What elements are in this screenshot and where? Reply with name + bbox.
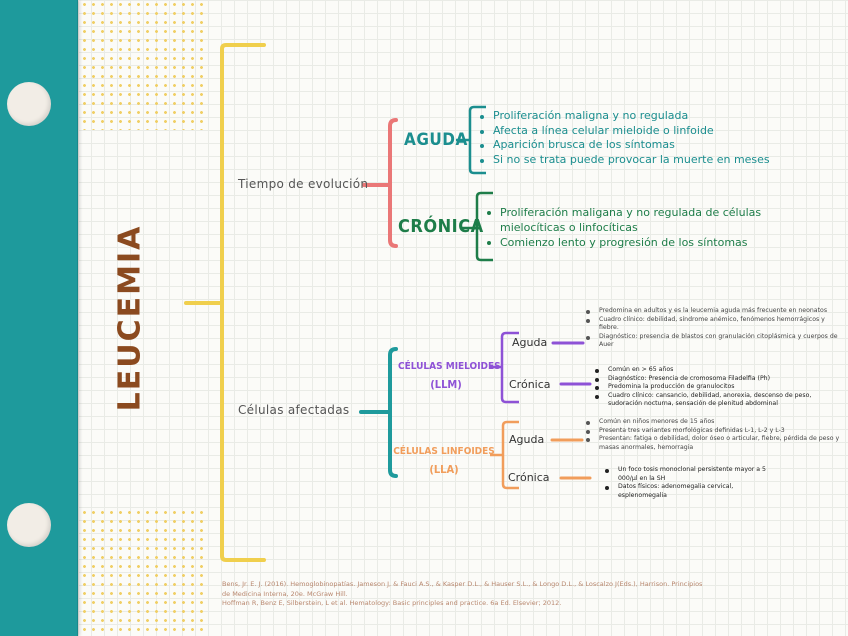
linfoides-cronica-point: Datos físicos: adenomegalia cervical, es… [604,483,779,500]
linfoides-aguda-label: Aguda [509,433,545,446]
linfoides-cronica-points: Un foco tosis monoclonal persistente may… [604,466,779,500]
linfoides-heading-line2: (LLA) [429,463,459,476]
cronica-points: Proliferación maligana y no regulada de … [486,205,786,250]
mieloides-cronica-point: Diagnóstico: Presencia de cromosoma Fila… [594,375,844,384]
linfoides-cronica-point: Un foco tosis monoclonal persistente may… [604,466,779,483]
mieloides-cronica-point: Común en > 65 años [594,366,844,375]
mieloides-cronica-label: Crónica [509,378,551,391]
tiempo-bracket [388,118,398,248]
linfoides-heading-line1: CÉLULAS LINFOIDES [393,446,495,457]
aguda-point: Afecta a línea celular mieloide o linfoi… [479,124,809,139]
mieloides-aguda-point: Diagnóstico: presencia de blastos con gr… [585,333,840,350]
celulas-afectadas-label: Células afectadas [238,403,350,417]
aguda-bracket [468,105,486,175]
main-bracket [220,43,266,562]
linfoides-cronica-label: Crónica [508,471,550,484]
mieloides-aguda-point: Cuadro clínico: debilidad, síndrome aném… [585,316,840,333]
mieloides-aguda-points: Predomina en adultos y es la leucemia ag… [585,307,840,350]
mieloides-bracket [500,331,519,404]
linfoides-bracket [501,420,519,490]
reference-item: Bens, Jr. E. J. (2016). Hemoglobinopatía… [222,580,703,598]
diagram-title: LEUCEMIA [112,224,148,412]
celulas-bracket [388,347,398,478]
cronica-bracket [475,191,493,262]
aguda-point: Si no se trata puede provocar la muerte … [479,153,809,168]
cronica-point: Proliferación maligana y no regulada de … [486,205,786,235]
aguda-heading: AGUDA [404,130,468,150]
mieloides-heading-line2: (LLM) [430,378,462,391]
mieloides-cronica-point: Cuadro clínico: cansancio, debilidad, an… [594,392,844,409]
linfoides-aguda-point: Presentan: fatiga o debilidad, dolor óse… [585,435,840,452]
aguda-points: Proliferación maligna y no regulada Afec… [479,109,809,167]
reference-item: Hoffman R, Benz E, Silberstein, L et al.… [222,599,562,607]
mieloides-cronica-points: Común en > 65 años Diagnóstico: Presenci… [594,366,844,409]
mieloides-aguda-label: Aguda [512,336,548,349]
linfoides-aguda-point: Común en niños menores de 15 años [585,418,840,427]
dot-pattern-bottom [80,508,208,636]
cronica-heading: CRÓNICA [398,216,484,237]
aguda-point: Proliferación maligna y no regulada [479,109,809,124]
tiempo-evolucion-label: Tiempo de evolución [238,177,369,191]
linfoides-heading: CÉLULAS LINFOIDES (LLA) [392,443,496,479]
binder-ring-top [7,82,51,126]
mieloides-aguda-point: Predomina en adultos y es la leucemia ag… [585,307,840,316]
binder-ring-bottom [7,503,51,547]
aguda-point: Aparición brusca de los síntomas [479,138,809,153]
linfoides-aguda-point: Presenta tres variantes morfológicas def… [585,427,840,436]
cronica-point: Comienzo lento y progresión de los sínto… [486,235,786,250]
mieloides-heading-line1: CÉLULAS MIELOIDES [398,361,501,372]
mieloides-cronica-point: Predomina la producción de granulocitos [594,383,844,392]
mieloides-heading: CÉLULAS MIELOIDES (LLM) [398,358,501,394]
dot-pattern-top [80,0,208,130]
references: Bens, Jr. E. J. (2016). Hemoglobinopatía… [222,580,712,609]
linfoides-aguda-points: Común en niños menores de 15 años Presen… [585,418,840,452]
